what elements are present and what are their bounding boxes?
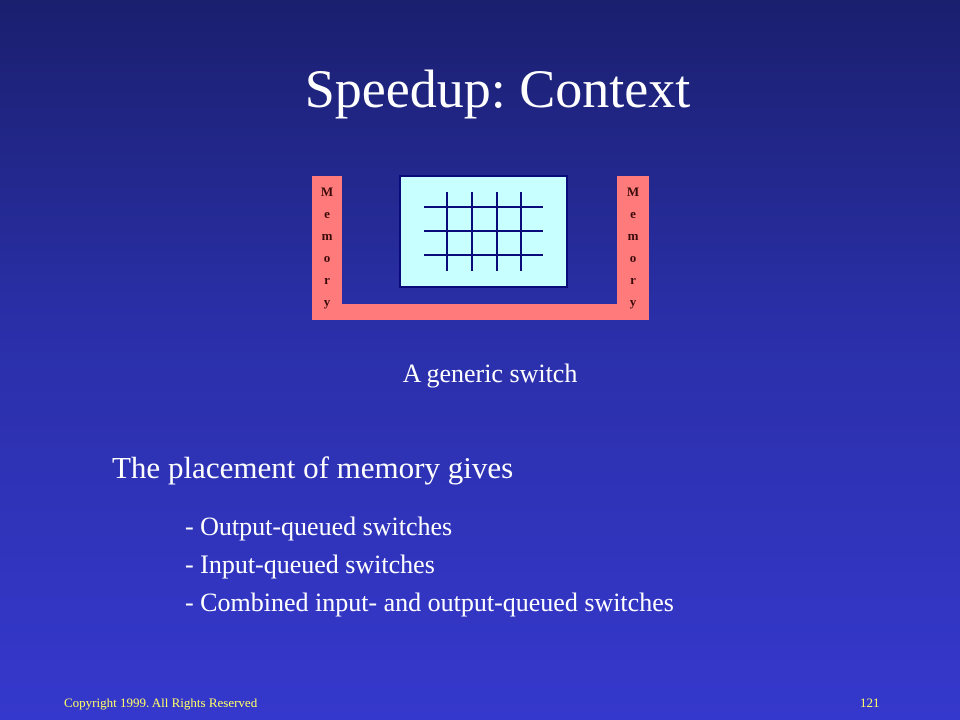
memory-bottom-bar <box>312 304 649 320</box>
memory-letter: M <box>321 184 333 199</box>
list-item: - Output-queued switches <box>185 512 453 541</box>
memory-letter: M <box>627 184 639 199</box>
memory-letter: e <box>630 206 636 221</box>
memory-right-column <box>617 176 649 320</box>
memory-letter: m <box>322 228 333 243</box>
crossbar-grid <box>424 192 543 271</box>
copyright-footer: Copyright 1999. All Rights Reserved <box>64 695 258 710</box>
memory-left-label: M e m o r y <box>321 184 333 309</box>
memory-letter: r <box>324 272 330 287</box>
memory-right-label: M e m o r y <box>627 184 639 309</box>
list-item: - Input-queued switches <box>185 550 435 579</box>
page-number: 121 <box>860 695 880 710</box>
list-item: - Combined input- and output-queued swit… <box>185 588 674 617</box>
diagram-caption: A generic switch <box>402 359 578 388</box>
memory-letter: o <box>324 250 331 265</box>
memory-letter: y <box>630 294 637 309</box>
memory-letter: m <box>628 228 639 243</box>
slide-title: Speedup: Context <box>304 59 691 119</box>
memory-letter: o <box>630 250 637 265</box>
memory-letter: e <box>324 206 330 221</box>
switch-type-list: - Output-queued switches - Input-queued … <box>185 513 674 627</box>
memory-letter: r <box>630 272 636 287</box>
body-heading: The placement of memory gives <box>112 450 514 485</box>
memory-left-column <box>312 176 342 320</box>
memory-letter: y <box>324 294 331 309</box>
